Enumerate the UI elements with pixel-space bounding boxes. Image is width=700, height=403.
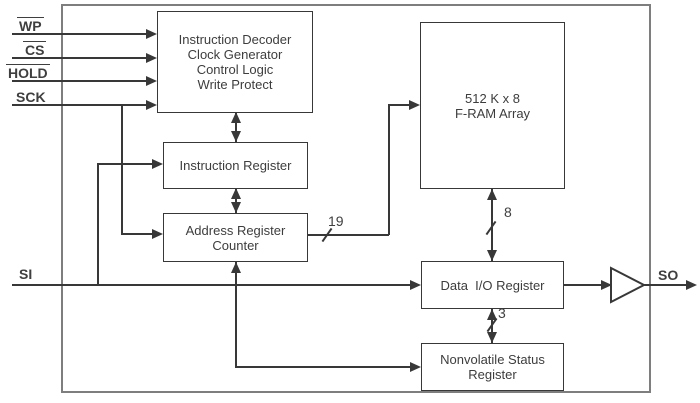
data-io-top-arrowhead bbox=[487, 250, 497, 261]
wire-si bbox=[12, 284, 411, 286]
status-bus-width-label: 3 bbox=[498, 306, 506, 320]
nvsr-left-arrowhead bbox=[410, 362, 421, 372]
sck-arrowhead bbox=[146, 100, 157, 110]
data-io-left-arrowhead bbox=[410, 280, 421, 290]
wire-instrreg-addrreg bbox=[235, 188, 237, 213]
so-text: SO bbox=[658, 267, 679, 283]
wire-hold bbox=[12, 80, 148, 82]
wire-decoder-instrreg bbox=[235, 112, 237, 142]
wire-address-bus-top bbox=[388, 104, 411, 106]
pin-label-hold: HOLD bbox=[6, 64, 50, 80]
wire-si-addrreg-vertical bbox=[235, 262, 237, 367]
block-fram-array: 512 K x 8 F-RAM Array bbox=[420, 22, 565, 189]
bus-3-text: 3 bbox=[498, 305, 506, 321]
address-register-line1: Address Register bbox=[185, 222, 286, 238]
pin-label-sck: SCK bbox=[14, 90, 48, 104]
address-register-line2: Counter bbox=[212, 237, 259, 253]
output-buffer-triangle bbox=[610, 266, 647, 304]
fram-left-arrowhead bbox=[409, 100, 420, 110]
addrreg-top-arrowhead bbox=[231, 202, 241, 213]
address-bus-width-label: 19 bbox=[328, 214, 344, 228]
decoder-bottom-arrowhead bbox=[231, 112, 241, 123]
wire-sck bbox=[12, 104, 148, 106]
pin-label-so: SO bbox=[656, 268, 680, 282]
wire-wp bbox=[12, 33, 148, 35]
data-io-bottom-arrowhead bbox=[487, 309, 497, 320]
buffer-in-arrowhead bbox=[601, 280, 612, 290]
chip-boundary bbox=[61, 4, 651, 393]
pin-label-cs: CS bbox=[23, 41, 47, 58]
instrreg-top-arrowhead bbox=[231, 131, 241, 142]
wire-sck-branch-vertical bbox=[121, 104, 123, 235]
sck-text: SCK bbox=[16, 89, 46, 105]
wp-text: WP bbox=[19, 18, 42, 34]
hold-arrowhead bbox=[146, 76, 157, 86]
nvsr-top-arrowhead bbox=[487, 332, 497, 343]
bus-8-text: 8 bbox=[504, 204, 512, 220]
wire-so-out bbox=[643, 284, 687, 286]
wp-arrowhead bbox=[146, 29, 157, 39]
so-arrowhead bbox=[686, 280, 697, 290]
si-text: SI bbox=[19, 266, 33, 282]
wire-si-branch-vertical bbox=[97, 163, 99, 285]
instruction-register-label: Instruction Register bbox=[179, 158, 292, 173]
block-instruction-decoder: Instruction Decoder Clock Generator Cont… bbox=[157, 11, 313, 113]
fram-array-line1: 512 K x 8 bbox=[465, 90, 520, 106]
cs-arrowhead bbox=[146, 53, 157, 63]
decoder-line1: Instruction Decoder bbox=[178, 32, 292, 47]
wire-nvsr-horizontal bbox=[235, 366, 412, 368]
wire-data-io-out bbox=[564, 284, 602, 286]
block-data-io-register: Data I/O Register bbox=[421, 261, 564, 309]
addrreg-bottom-arrowhead bbox=[231, 262, 241, 273]
block-instruction-register: Instruction Register bbox=[163, 142, 308, 189]
pin-label-si: SI bbox=[17, 267, 34, 281]
wire-address-bus-horizontal bbox=[307, 234, 389, 236]
wire-address-bus-vertical bbox=[388, 104, 390, 235]
block-nonvolatile-status-register: Nonvolatile Status Register bbox=[421, 343, 564, 391]
wire-si-branch-horizontal bbox=[97, 163, 153, 165]
hold-text: HOLD bbox=[8, 65, 48, 81]
fram-array-line2: F-RAM Array bbox=[454, 105, 531, 121]
instruction-register-left-arrowhead bbox=[152, 159, 163, 169]
fram-bottom-arrowhead bbox=[487, 189, 497, 200]
block-address-register-counter: Address Register Counter bbox=[163, 213, 308, 262]
pin-label-wp: WP bbox=[17, 17, 44, 33]
wire-cs bbox=[12, 57, 148, 59]
data-bus-width-label: 8 bbox=[504, 205, 512, 219]
instrreg-bottom-arrowhead bbox=[231, 188, 241, 199]
decoder-line3: Control Logic bbox=[196, 62, 274, 77]
decoder-line4: Write Protect bbox=[197, 77, 273, 92]
nv-status-line2: Register bbox=[468, 367, 517, 382]
address-register-left-arrowhead bbox=[152, 229, 163, 239]
decoder-line2: Clock Generator bbox=[187, 47, 283, 62]
data-io-register-label: Data I/O Register bbox=[440, 277, 545, 293]
bus-19-text: 19 bbox=[328, 213, 344, 229]
nv-status-line1: Nonvolatile Status bbox=[440, 352, 545, 367]
wire-sck-branch-horizontal bbox=[121, 233, 154, 235]
cs-text: CS bbox=[25, 42, 45, 58]
